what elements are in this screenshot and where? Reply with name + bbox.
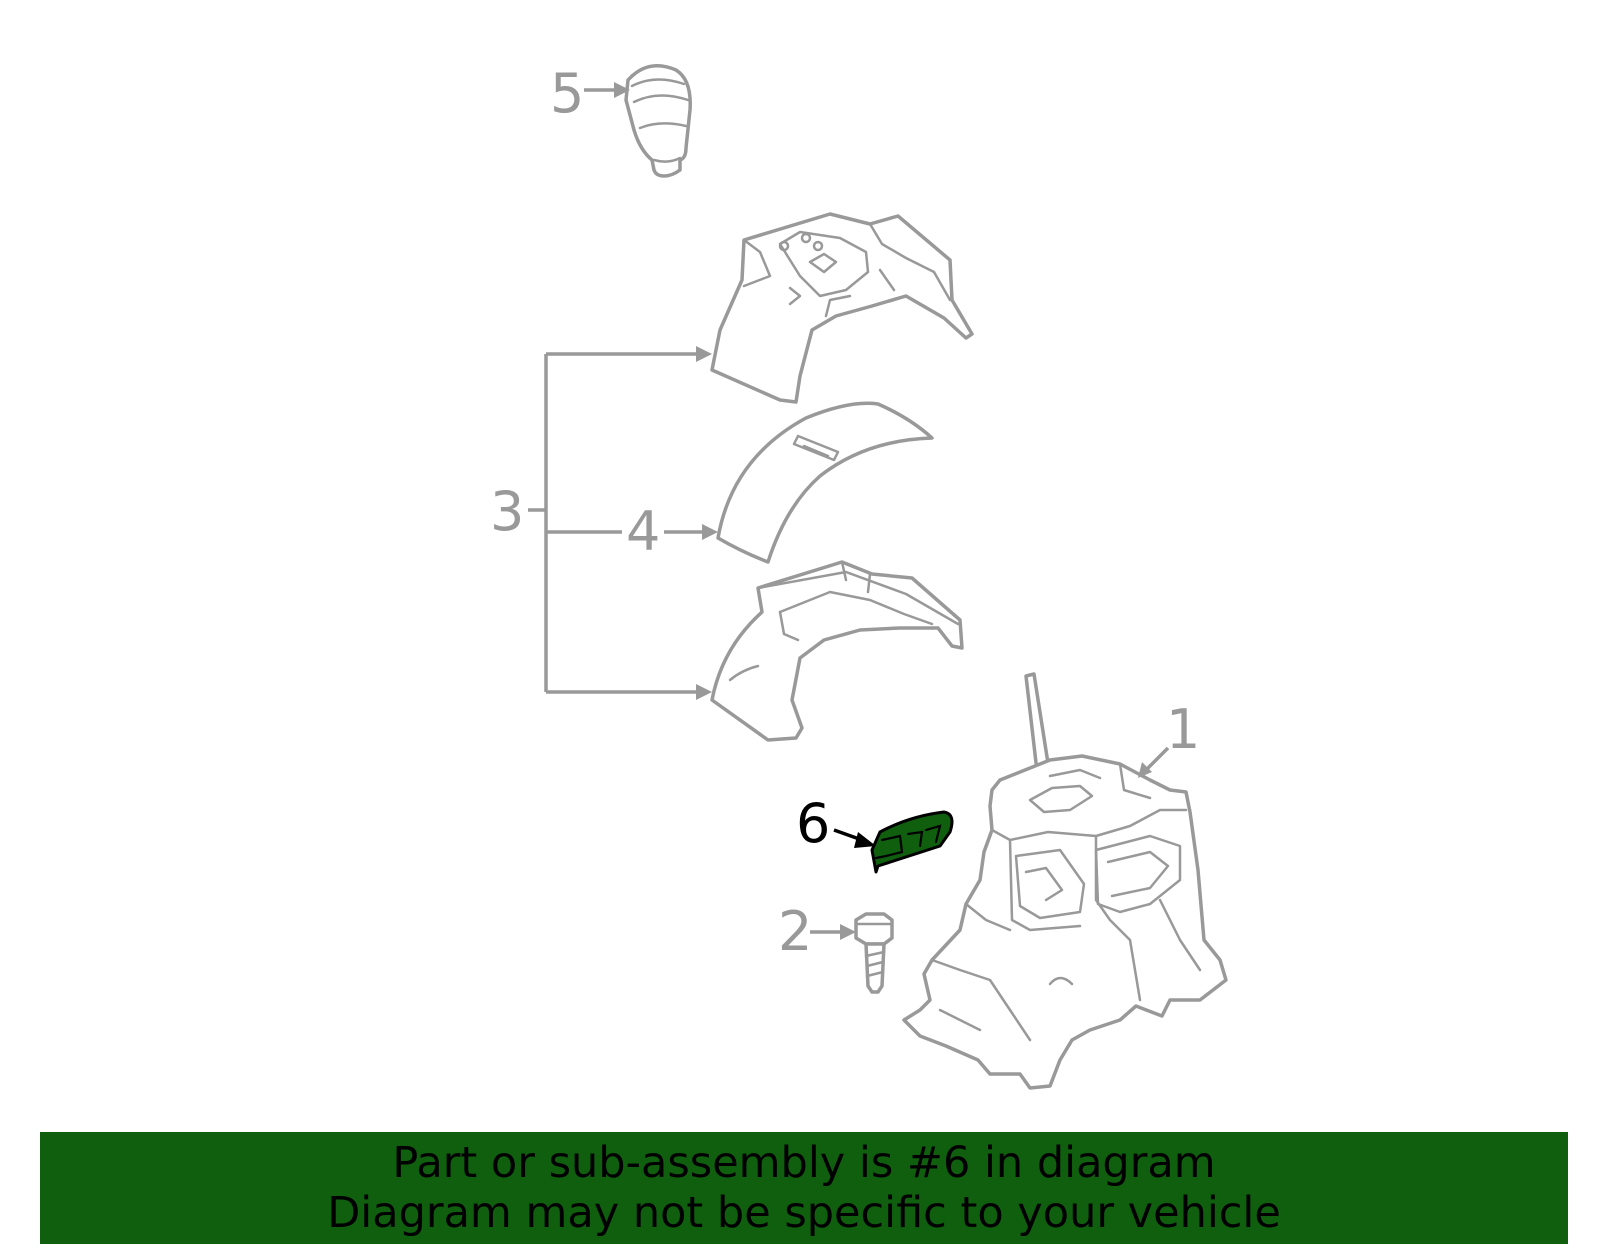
part-5-shift-knob[interactable] [624,64,692,178]
part-3-upper-cover[interactable] [710,212,974,404]
part-4-indicator-bezel[interactable] [716,401,934,564]
callout-3: 3 [490,480,524,543]
part-2-bolt[interactable] [854,912,894,994]
part-3-lower-housing[interactable] [710,560,964,742]
part-6-highlighted-component[interactable] [870,810,954,874]
leader-lines [528,82,1170,940]
info-banner: Part or sub-assembly is #6 in diagram Di… [40,1132,1568,1244]
parts-diagram: 5 3 4 1 2 6 [490,62,1228,1090]
callout-4: 4 [626,500,660,563]
callout-2: 2 [778,900,812,963]
callout-1: 1 [1166,698,1200,761]
callout-6: 6 [796,792,830,855]
banner-line-2: Diagram may not be specific to your vehi… [327,1188,1281,1238]
part-1-shifter-assembly[interactable] [902,672,1228,1090]
banner-line-1: Part or sub-assembly is #6 in diagram [392,1138,1216,1188]
callout-5: 5 [550,62,584,125]
